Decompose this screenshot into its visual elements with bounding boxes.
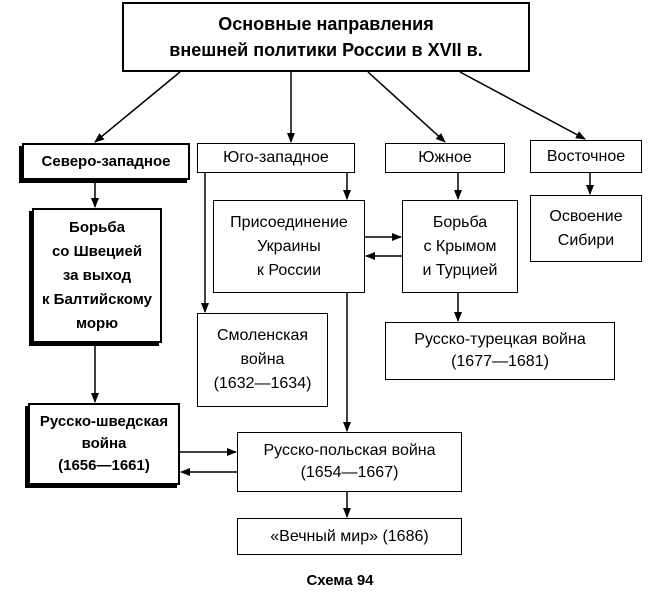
crimea-line: Борьба <box>432 213 488 231</box>
crimea-struggle-box: Борьба с Крымом и Турцией <box>402 200 518 293</box>
arrow-title-to-northwest <box>94 71 181 143</box>
ukraine-annexation-box: Присоединение Украины к России <box>213 200 365 293</box>
siberia-line: Освоение <box>549 207 623 225</box>
polish-war-line: (1654—1667) <box>300 464 399 481</box>
ukraine-line: к России <box>256 261 322 279</box>
arrow-title-to-east <box>459 71 586 140</box>
ukraine-line: Присоединение <box>230 213 348 231</box>
title-line-2: внешней политики России в XVII в. <box>169 40 483 60</box>
swedish-war-box: Русско-шведская война (1656—1661) <box>28 403 180 485</box>
smolensk-line: Смоленская <box>216 327 309 344</box>
eternal-peace-line: «Вечный мир» (1686) <box>270 527 429 545</box>
swedish-war-line: война <box>81 435 127 452</box>
swedish-war-line: (1656—1661) <box>58 457 150 474</box>
swedish-war-line: Русско-шведская <box>39 413 169 430</box>
arrow-title-to-south <box>367 71 446 143</box>
crimea-line: с Крымом <box>423 237 497 255</box>
baltic-struggle-box: Борьба со Швецией за выход к Балтийскому… <box>32 208 162 343</box>
turkish-war-line: (1677—1681) <box>451 353 549 370</box>
title-line-1: Основные направления <box>218 14 434 34</box>
direction-northwest-box: Северо-западное <box>22 143 190 180</box>
ukraine-line: Украины <box>257 237 321 255</box>
polish-war-box: Русско-польская война (1654—1667) <box>237 432 462 492</box>
direction-southwest-box: Юго-западное <box>197 143 355 173</box>
crimea-line: и Турцией <box>422 261 498 279</box>
diagram-caption: Схема 94 <box>306 572 374 589</box>
baltic-line: со Швецией <box>51 242 143 260</box>
direction-east-label: Восточное <box>546 147 626 165</box>
direction-northwest-label: Северо-западное <box>41 152 171 170</box>
direction-southwest-label: Юго-западное <box>223 149 329 166</box>
diagram-title-box: Основные направления внешней политики Ро… <box>122 2 530 72</box>
smolensk-line: (1632—1634) <box>213 375 312 392</box>
turkish-war-box: Русско-турецкая война (1677—1681) <box>385 322 615 380</box>
baltic-line: к Балтийскому <box>42 290 152 308</box>
baltic-line: Борьба <box>69 218 125 236</box>
direction-east-box: Восточное <box>530 140 642 173</box>
turkish-war-line: Русско-турецкая война <box>414 331 586 348</box>
siberia-box: Освоение Сибири <box>530 195 642 262</box>
eternal-peace-box: «Вечный мир» (1686) <box>237 518 462 555</box>
siberia-line: Сибири <box>557 231 615 249</box>
baltic-line: морю <box>75 314 119 332</box>
smolensk-line: война <box>240 351 285 368</box>
direction-south-box: Южное <box>385 143 505 173</box>
baltic-line: за выход <box>62 266 132 284</box>
smolensk-war-box: Смоленская война (1632—1634) <box>197 313 328 407</box>
direction-south-label: Южное <box>418 149 472 166</box>
polish-war-line: Русско-польская война <box>263 442 436 459</box>
